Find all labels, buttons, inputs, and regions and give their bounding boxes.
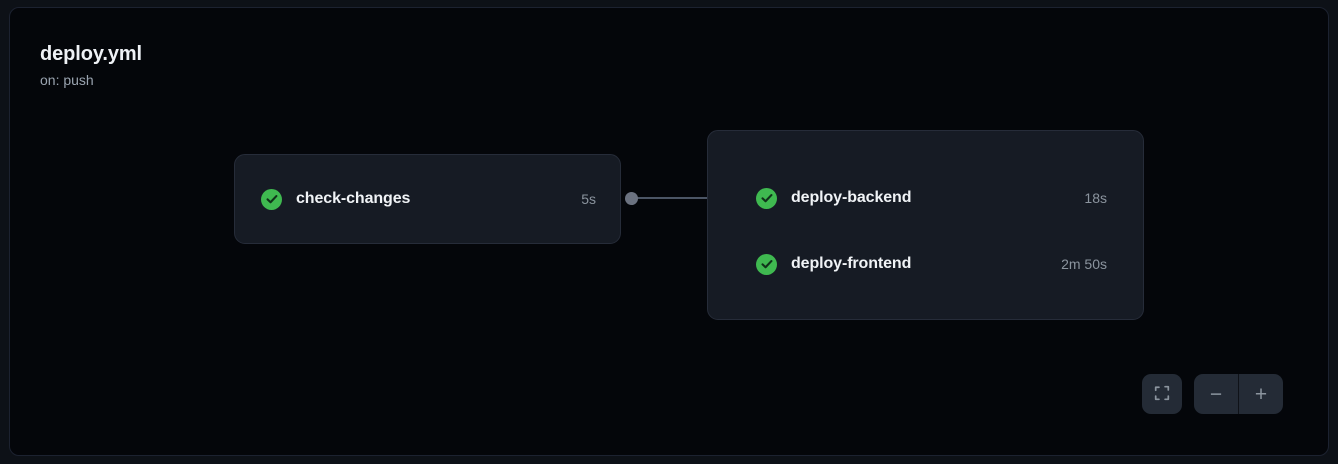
job-name: deploy-backend [791, 189, 912, 206]
job-name: check-changes [296, 190, 411, 207]
workflow-header: deploy.yml on: push [40, 41, 142, 90]
job-row[interactable]: check-changes 5s [235, 155, 620, 243]
job-duration: 2m 50s [1061, 256, 1107, 272]
workflow-node-check-changes[interactable]: check-changes 5s [234, 154, 621, 244]
edge-source-handle[interactable] [625, 192, 638, 205]
fit-view-button[interactable] [1142, 374, 1182, 414]
zoom-divider [1238, 374, 1239, 414]
job-duration: 5s [581, 191, 596, 207]
job-duration: 18s [1084, 190, 1107, 206]
job-row[interactable]: deploy-frontend 2m 50s [708, 241, 1143, 287]
workflow-graph-panel: deploy.yml on: push check-changes 5s [9, 7, 1329, 456]
workflow-node-deploy-group[interactable]: deploy-backend 18s deploy-frontend 2m 50… [707, 130, 1144, 320]
workflow-trigger: on: push [40, 72, 94, 88]
workflow-edge [631, 197, 718, 199]
zoom-control-group: − + [1194, 374, 1283, 414]
fit-screen-icon [1153, 384, 1171, 405]
check-circle-icon [756, 187, 777, 209]
zoom-out-button[interactable]: − [1194, 374, 1238, 414]
job-row[interactable]: deploy-backend 18s [708, 175, 1143, 221]
graph-controls: − + [1142, 374, 1283, 414]
check-circle-icon [756, 253, 777, 275]
workflow-canvas[interactable]: check-changes 5s deploy-backend 18s [10, 8, 1328, 455]
zoom-in-button[interactable]: + [1239, 374, 1283, 414]
job-name: deploy-frontend [791, 255, 912, 272]
workflow-title: deploy.yml [40, 43, 142, 65]
check-circle-icon [261, 188, 282, 210]
